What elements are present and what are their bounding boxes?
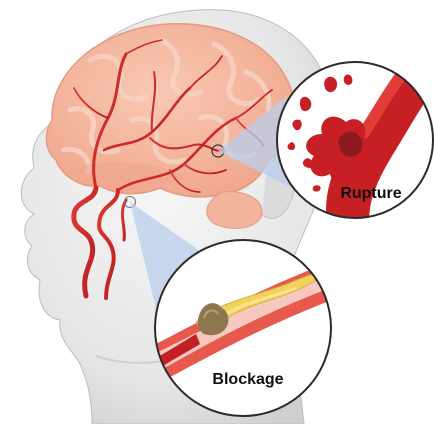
blockage-label: Blockage bbox=[212, 371, 283, 388]
rupture-label: Rupture bbox=[340, 185, 401, 202]
